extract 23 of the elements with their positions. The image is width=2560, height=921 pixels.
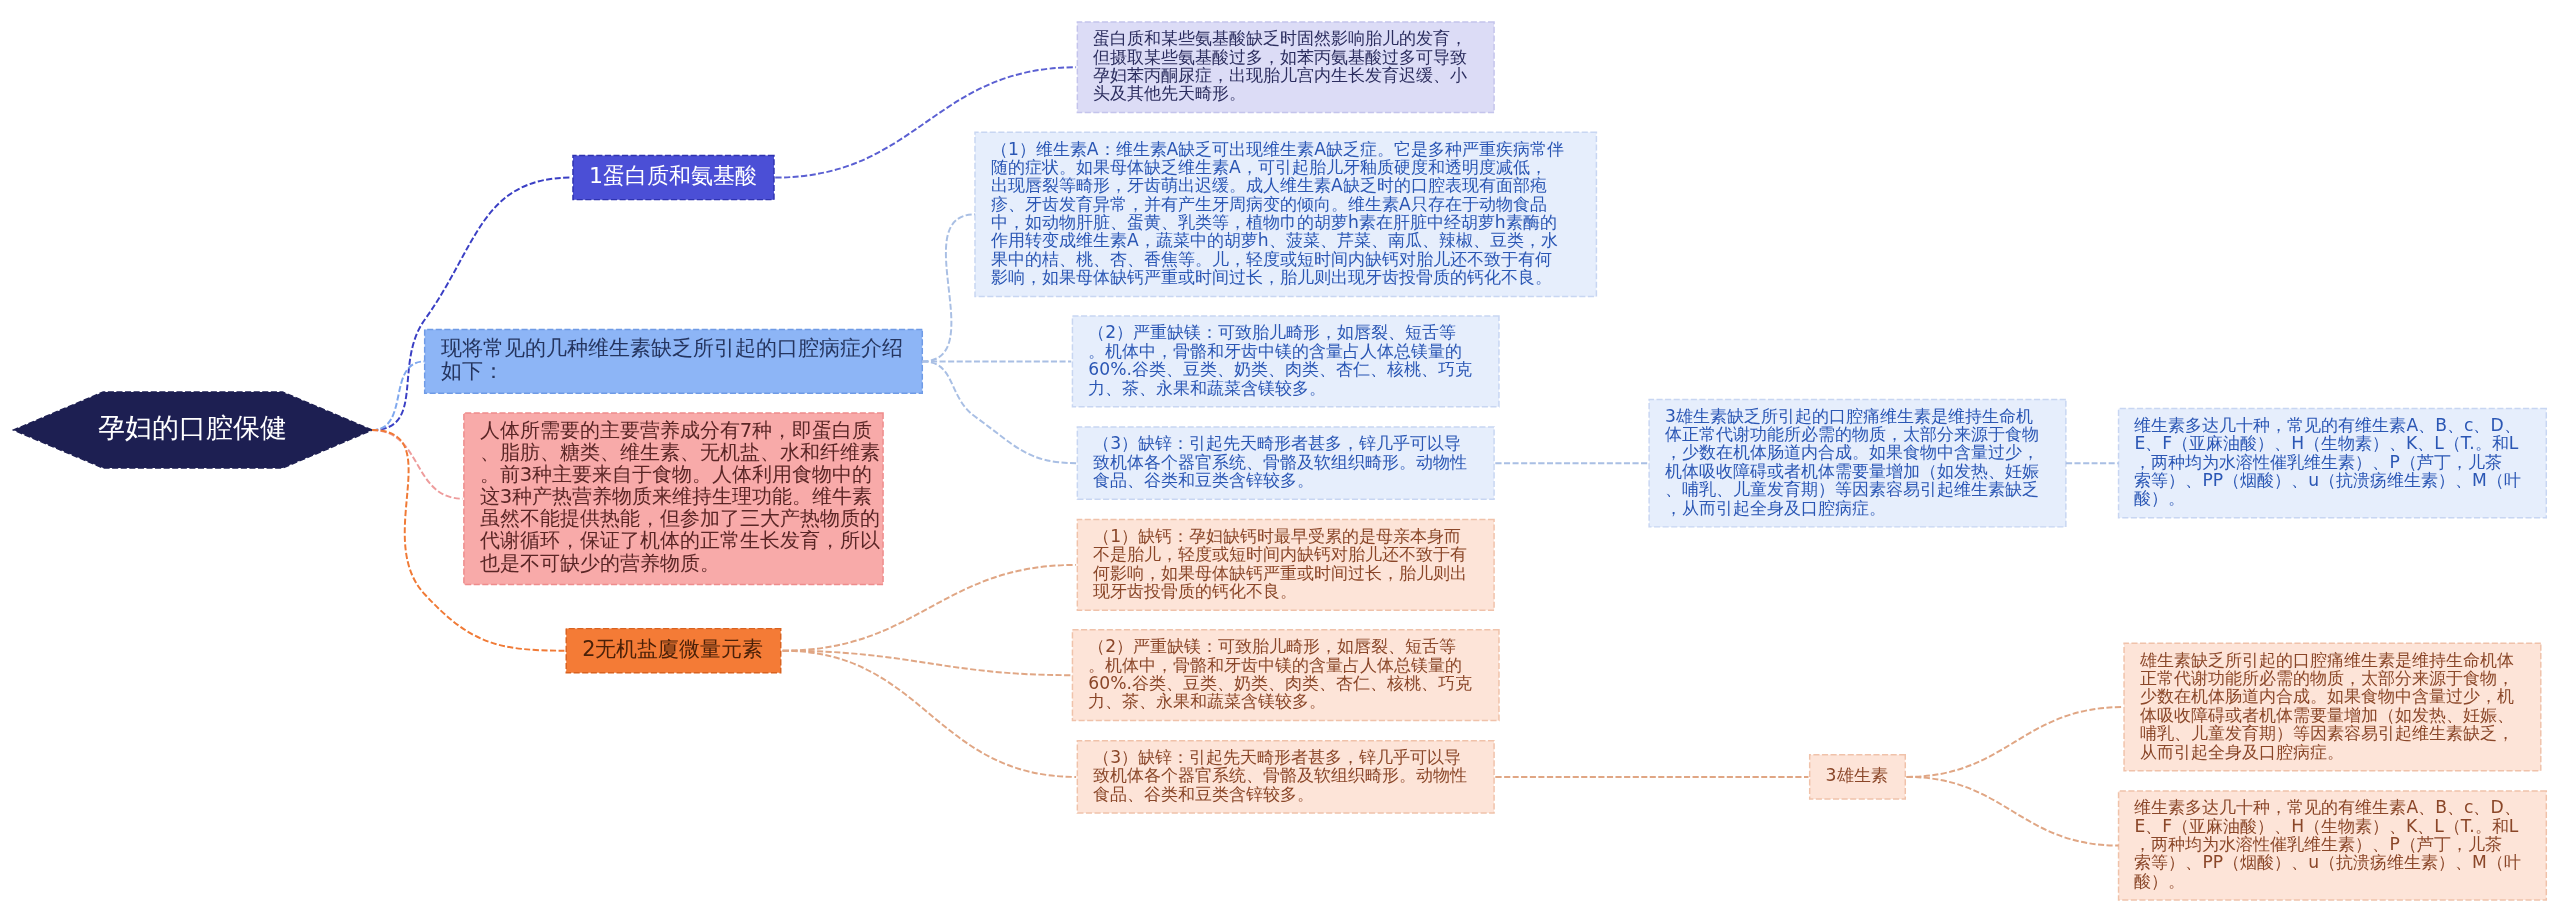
node-box: （3）缺锌：引起先天畸形者甚多，锌几乎可以导致机体各个器官系统、骨骼及软组织畸形。动物性食品、谷类和豆类含锌较多。 (1076, 739, 1495, 814)
connector (781, 649, 1078, 778)
connector (1905, 775, 2120, 847)
node-box: 1蛋白质和氨基酸 (572, 154, 775, 200)
node-box: 维生素多达几十种，常见的有维生素A、B、c、D、E、F（亚麻油酸）、H（生物素）、K、L（T.。和L，两种均为水溶性催乳维生素）、P（芦丁，儿茶索等）、PP（烟酸）、u（抗溃疡维生素）、M（叶酸）。 (2117, 789, 2548, 901)
node-box: 现将常见的几种维生素缺乏所引起的口腔病症介绍如下： (423, 328, 924, 394)
node-box: （1）缺钙：孕妇缺钙时最早受累的是母亲本身而不是胎儿，轻度或短时间内缺钙对胎儿还不致于有何影响，如果母体缺钙严重或时间过长，胎儿则出现牙齿投骨质的钙化不良。 (1076, 518, 1495, 611)
node-box: 2无机盐廈微量元素 (565, 627, 782, 673)
node-box: （3）缺锌：引起先天畸形者甚多，锌几乎可以导致机体各个器官系统、骨骼及软组织畸形。动物性食品、谷类和豆类含锌较多。 (1076, 425, 1495, 500)
node-box: 3雄生素 (1808, 753, 1906, 800)
node-box: （2）严重缺镁：可致胎儿畸形，如唇裂、短舌等。机体中，骨骼和牙齿中镁的含量占人体总镁量的60%.谷类、豆类、奶类、肉类、杏仁、核桃、巧克力、茶、永果和蔬菜含镁较多。 (1071, 314, 1500, 407)
connector (371, 428, 566, 652)
connector (1494, 775, 1810, 778)
node-box: 维生素多达几十种，常见的有维生素A、B、c、D、E、F（亚麻油酸）、H（生物素）、K、L（T.。和L，两种均为水溶性催乳维生素）、P（芦丁，儿茶索等）、PP（烟酸）、u（抗溃疡维生素）、M（叶酸）。 (2117, 407, 2548, 518)
node-box: 3雄生素缺乏所引起的口腔痛维生素是维持生命机体正常代谢功能所必需的物质，太部分来源于食物，少数在机体肠道内合成。如果食物中含量过少，机体吸收障碍或者机体需要量增加（如发热、妊娠、哺乳、儿童发育期）等因素容易引起维生素缺乏，从而引起全身及口腔病症。 (1648, 398, 2067, 528)
connector (921, 359, 1078, 464)
node-box: （2）严重缺镁：可致胎儿畸形，如唇裂、短舌等。机体中，骨骼和牙齿中镁的含量占人体总镁量的60%.谷类、豆类、奶类、肉类、杏仁、核桃、巧克力、茶、永果和蔬菜含镁较多。 (1071, 628, 1500, 721)
connector (774, 65, 1078, 179)
node-box: 雄生素缺乏所引起的口腔痛维生素是维持生命机体正常代谢功能所必需的物质，太部分来源于食物，少数在机体肠道内合成。如果食物中含量过少，机体吸收障碍或者机体需要量增加（如发热、妊娠、哺乳、儿童发育期）等因素容易引起维生素缺乏，从而引起全身及口腔病症。 (2123, 642, 2542, 772)
node-box: 蛋白质和某些氨基酸缺乏时固然影响胎儿的发育，但摄取某些氨基酸过多，如苯丙氨基酸过多可导致孕妇苯丙酮尿症，出现胎儿宫内生长发育迟缓、小头及其他先天畸形。 (1076, 20, 1495, 113)
node-box: （1）维生素A：维生素A缺乏可出现维生素A缺乏症。它是多种严重疾病常伴随的症状。如果母体缺乏维生素A，可引起胎儿牙釉质硬度和透明度减低，出现唇裂等畸形，牙齿萌出迟缓。成人维生素A缺乏时的口腔表现有面部疱疹、牙齿发育异常，并有产生牙周病变的倾向。维生素A只存在于动物食品中，如动物肝脏、蛋黄、乳类等，植物巾的胡萝h素在肝脏中经胡萝h素酶的作用转变成维生素A，蔬菜中的胡萝h、菠菜、芹菜、南瓜、辣椒、豆类，水果中的桔、桃、杏、香焦等。儿，轻度或短时间内缺钙对胎儿还不致于有何影响，如果母体缺钙严重或时间过长，胎儿则出现牙齿投骨质的钙化不良。 (974, 130, 1598, 297)
node-box: 人体所需要的主要营养成分有7种，即蛋白质、脂肪、糖类、维生素、无机盐、水和纤维素。前3种主要来自于食物。人体利用食物中的这3种产热营养物质来维持生理功能。维牛素虽然不能提供热能，但参加了三大产热物质的代谢循环，保证了机体的正常生长发育，所以也是不可缺少的营养物质。 (463, 411, 884, 585)
connector (2064, 461, 2120, 464)
